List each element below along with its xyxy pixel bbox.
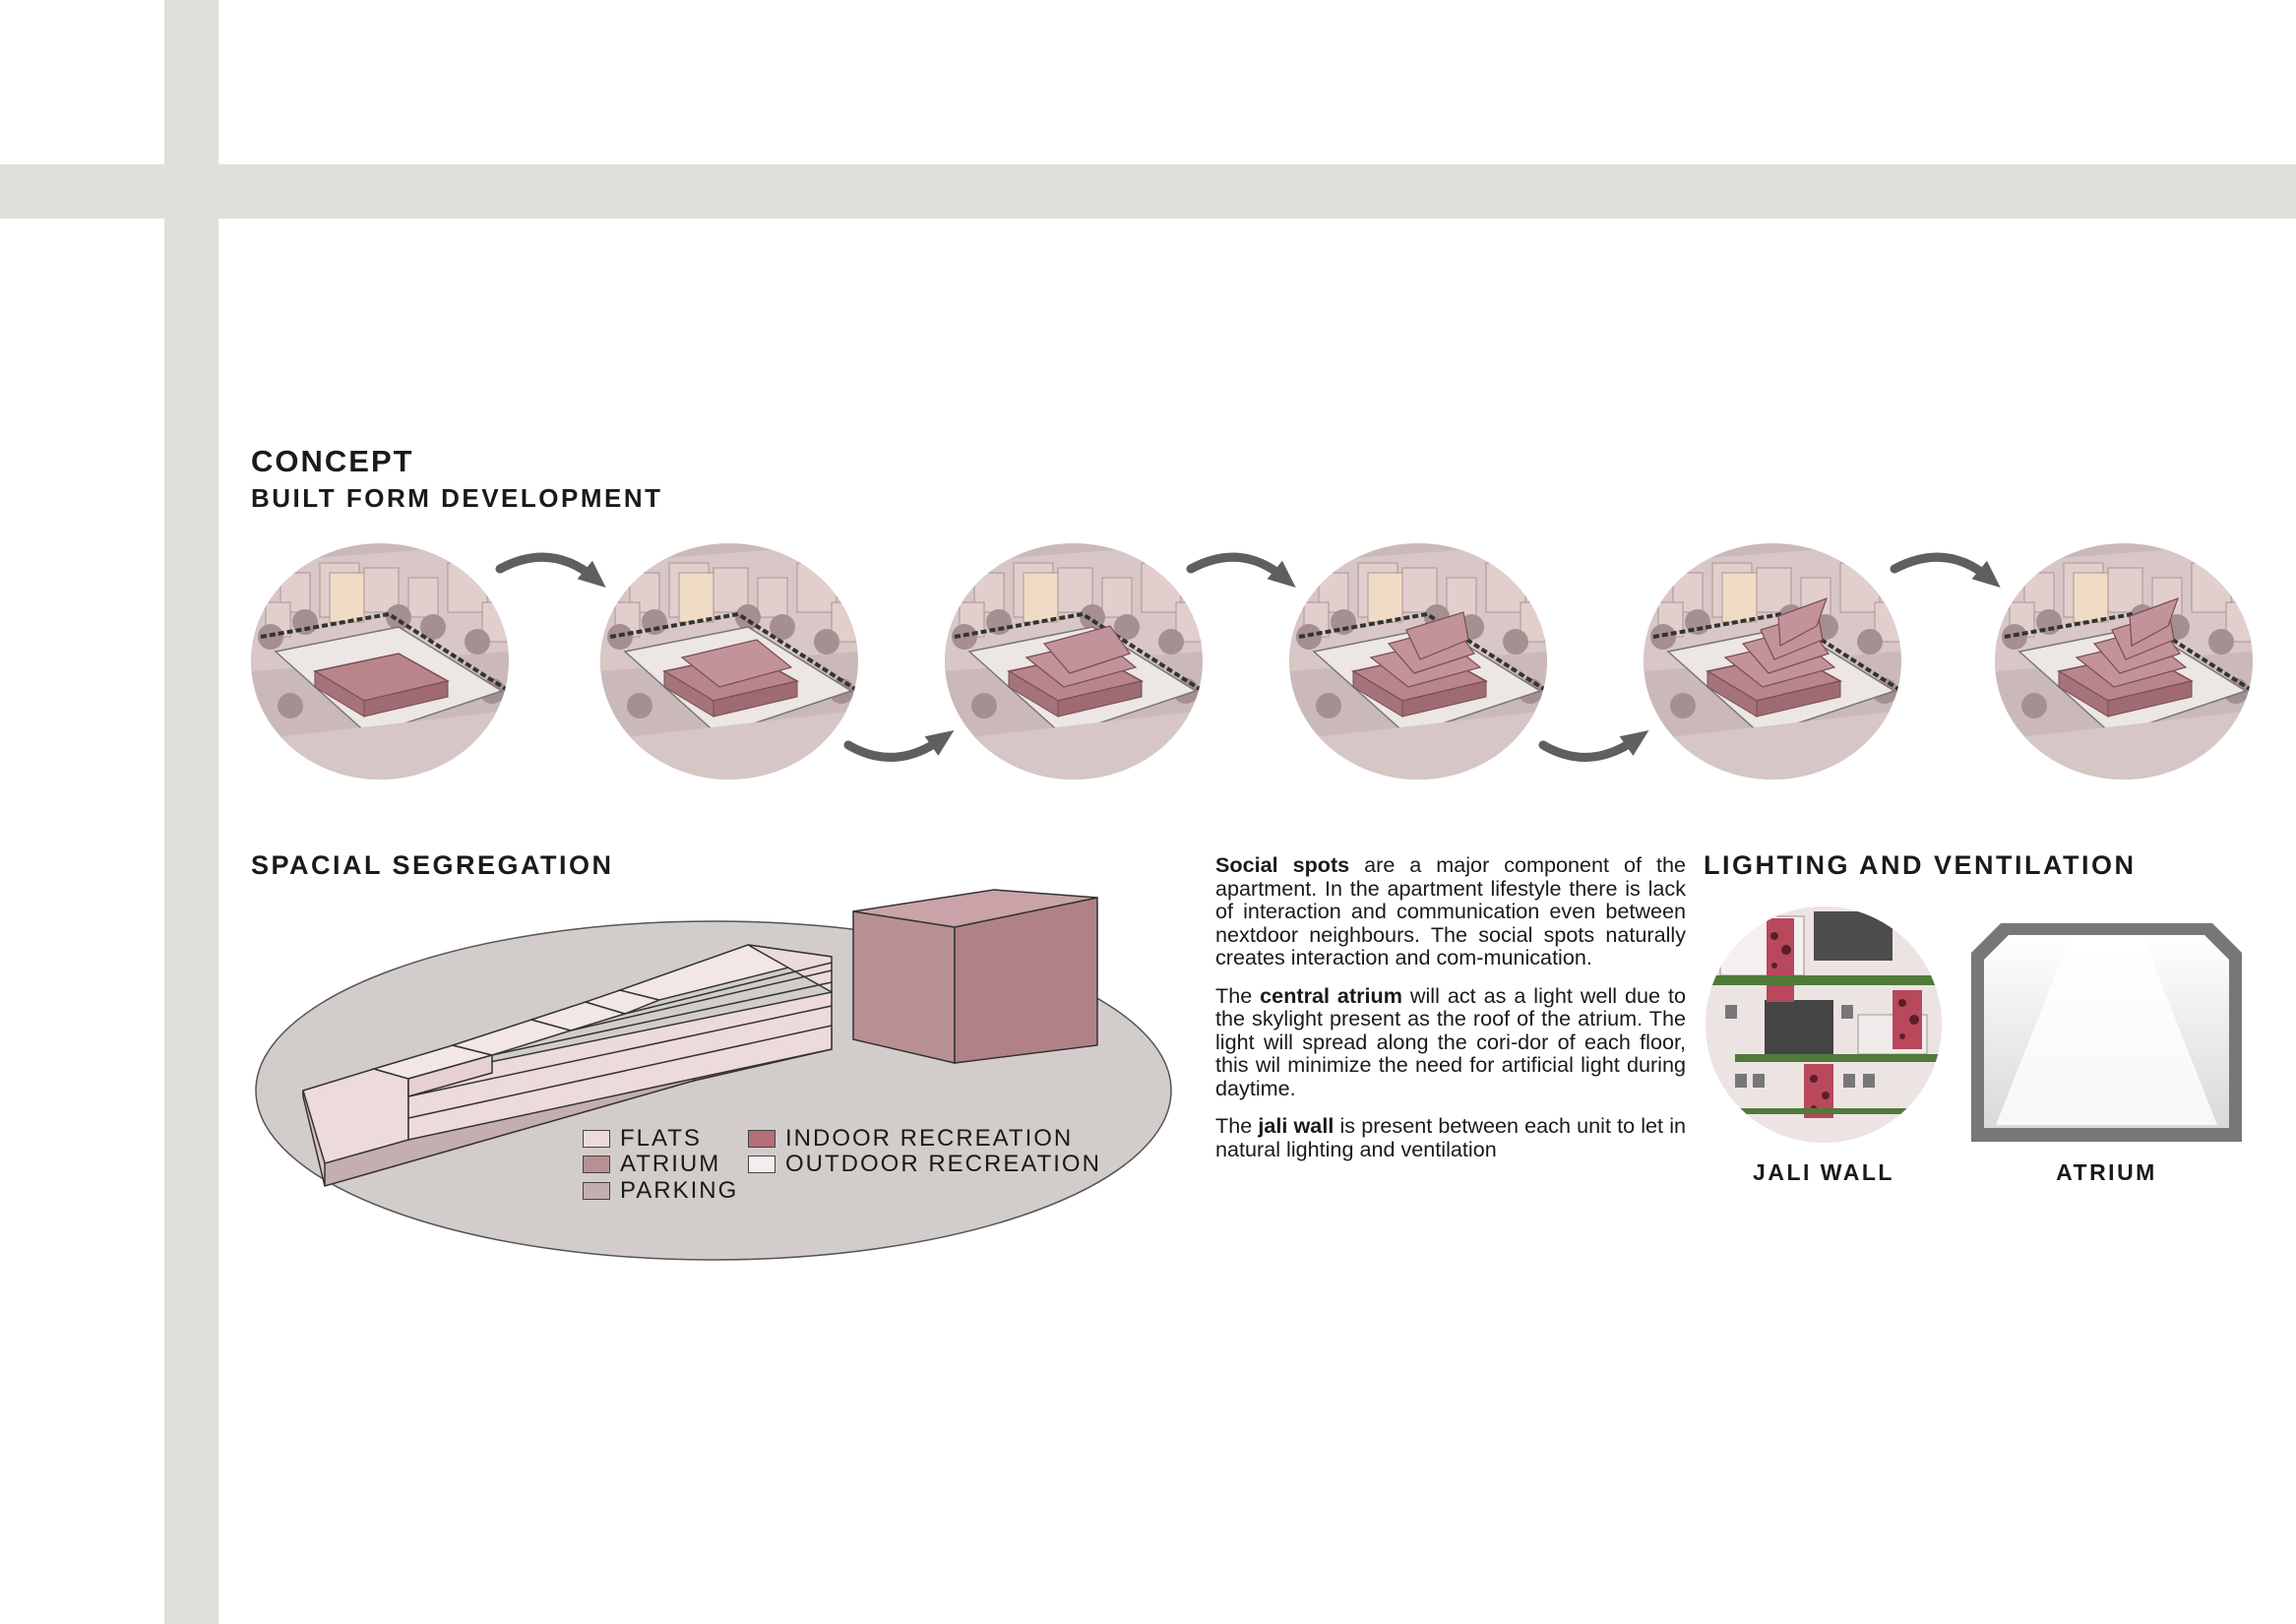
legend-label: ATRIUM [620, 1151, 720, 1178]
legend-item: FLATS [583, 1125, 702, 1153]
legend-item: OUTDOOR RECREATION [748, 1151, 1101, 1178]
paragraph: The central atrium will act as a light w… [1215, 984, 1686, 1100]
legend-swatch [748, 1130, 776, 1148]
legend-label: FLATS [620, 1125, 702, 1153]
lighting-ventilation-heading: LIGHTING AND VENTILATION [1704, 850, 2136, 881]
paragraph-bold: jali wall [1258, 1113, 1334, 1138]
paragraph-lead: The [1215, 1113, 1258, 1138]
paragraph: The jali wall is present between each un… [1215, 1114, 1686, 1160]
legend-label: INDOOR RECREATION [785, 1125, 1073, 1153]
atrium-caption: ATRIUM [1971, 1159, 2242, 1186]
legend-swatch [748, 1156, 776, 1173]
atrium-image [1971, 923, 2242, 1147]
spacial-segregation-diagram [246, 876, 1210, 1270]
jali-wall-caption: JALI WALL [1706, 1159, 1942, 1186]
paragraph-bold: Social spots [1215, 852, 1349, 877]
legend-label: OUTDOOR RECREATION [785, 1151, 1101, 1178]
legend-swatch [583, 1182, 610, 1200]
paragraph-lead: The [1215, 983, 1260, 1008]
legend-item: ATRIUM [583, 1151, 720, 1178]
legend-swatch [583, 1130, 610, 1148]
legend-item: INDOOR RECREATION [748, 1125, 1073, 1153]
legend-item: PARKING [583, 1177, 738, 1205]
jali-wall-image [1706, 906, 1942, 1143]
legend-swatch [583, 1156, 610, 1173]
paragraph: Social spots are a major component of th… [1215, 853, 1686, 969]
paragraph-bold: central atrium [1260, 983, 1402, 1008]
atrium-block [853, 911, 955, 1063]
legend-label: PARKING [620, 1177, 738, 1205]
description-text: Social spots are a major component of th… [1215, 853, 1686, 1175]
